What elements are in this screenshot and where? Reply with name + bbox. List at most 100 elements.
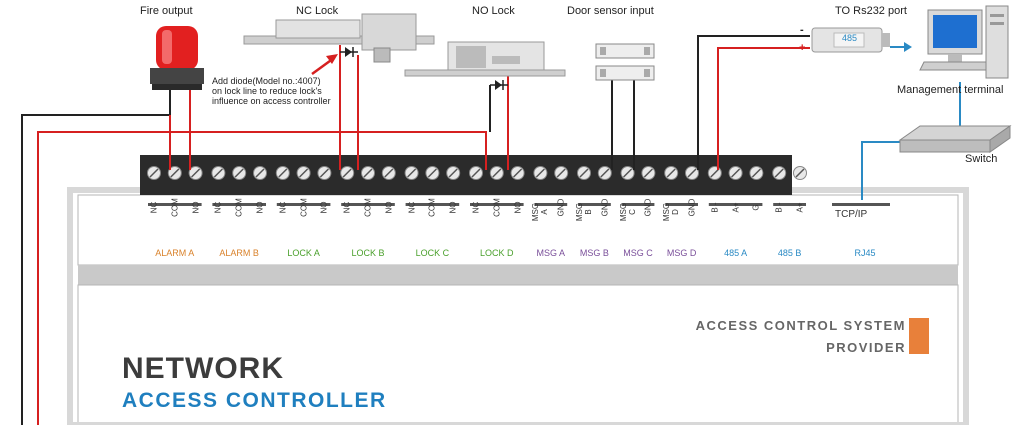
provider-accent-bar bbox=[909, 318, 929, 354]
diode-note: Add diode(Model no.:4007) on lock line t… bbox=[212, 76, 331, 106]
fire-light-icon bbox=[150, 26, 204, 90]
pin-label: GND bbox=[643, 198, 653, 217]
screw-slot bbox=[149, 168, 159, 178]
rs232-label: TO Rs232 port bbox=[835, 5, 907, 17]
terminal-group-bar bbox=[212, 203, 266, 206]
screw-slot bbox=[774, 168, 784, 178]
screw-slot bbox=[342, 168, 352, 178]
pin-label: NC bbox=[149, 201, 159, 214]
minus-sign: - bbox=[800, 24, 804, 36]
terminal-group-bar bbox=[665, 203, 698, 206]
screw-slot bbox=[191, 168, 201, 178]
provider-line-1: ACCESS CONTROL SYSTEM bbox=[695, 318, 906, 333]
terminal-group-label: 485 B bbox=[777, 248, 802, 258]
pin-label: NC bbox=[407, 201, 417, 214]
note-line: Add diode(Model no.:4007) bbox=[212, 76, 321, 86]
terminal-group-bar bbox=[534, 203, 568, 206]
device-subtitle: ACCESS CONTROLLER bbox=[122, 389, 387, 412]
pin-label: COM bbox=[234, 198, 244, 217]
tcpip-label: TCP/IP bbox=[835, 209, 868, 220]
rs232-converter-icon bbox=[811, 27, 912, 53]
screw-slot bbox=[751, 168, 761, 178]
screw-slot bbox=[579, 168, 589, 178]
screw-slot bbox=[234, 168, 244, 178]
screw-slot bbox=[623, 168, 633, 178]
pin-label: NO bbox=[513, 201, 523, 214]
door-sensor-icon bbox=[595, 43, 655, 81]
pin-label: MSG D bbox=[662, 202, 681, 222]
pin-label: NO bbox=[255, 201, 265, 214]
terminal-group-label: MSG A bbox=[536, 248, 566, 258]
pin-label: COM bbox=[170, 198, 180, 217]
management-terminal-label: Management terminal bbox=[897, 84, 1004, 96]
pin-label: COM bbox=[363, 198, 373, 217]
screw-slot bbox=[600, 168, 610, 178]
terminal-group-label: MSG D bbox=[666, 248, 697, 258]
pin-label: GND bbox=[556, 198, 566, 217]
terminal-group-bar bbox=[621, 203, 655, 206]
device-title: NETWORK bbox=[122, 352, 284, 385]
screw-slot bbox=[278, 168, 288, 178]
screw-slot bbox=[643, 168, 653, 178]
door-sensor-label: Door sensor input bbox=[567, 5, 654, 17]
pin-label: MSG C bbox=[618, 202, 637, 222]
note-line: influence on access controller bbox=[212, 96, 331, 106]
screw-slot bbox=[319, 168, 329, 178]
pin-label: NC bbox=[213, 201, 223, 214]
screw-slot bbox=[731, 168, 741, 178]
wires bbox=[21, 35, 961, 425]
terminal-group-bar bbox=[470, 203, 524, 206]
nc-lock-label: NC Lock bbox=[296, 5, 339, 17]
pin-label: MSG A bbox=[531, 202, 550, 222]
pin-label: NC bbox=[278, 201, 288, 214]
screw-slot bbox=[448, 168, 458, 178]
screw-slot bbox=[535, 168, 545, 178]
pin-label: GND bbox=[600, 198, 610, 217]
pin-label: G bbox=[751, 204, 761, 211]
switch-label: Switch bbox=[965, 153, 998, 165]
no-diode-icon bbox=[490, 80, 508, 90]
provider-line-2: PROVIDER bbox=[826, 340, 906, 355]
pin-label: NO bbox=[319, 201, 329, 214]
terminal-group-bar bbox=[708, 203, 763, 206]
terminal-group-label: LOCK A bbox=[287, 248, 320, 258]
screw-slot bbox=[471, 168, 481, 178]
terminal-group-bar bbox=[405, 203, 460, 206]
controller-body bbox=[77, 284, 959, 425]
terminal-group-bar bbox=[276, 203, 331, 206]
computer-icon bbox=[919, 5, 1009, 79]
pin-label: B - bbox=[710, 202, 720, 213]
nc-lock-icon bbox=[243, 13, 435, 63]
plus-sign: + bbox=[799, 42, 806, 54]
terminal-group-bar bbox=[341, 203, 395, 206]
wire-485-a bbox=[717, 47, 810, 170]
screw-slot bbox=[384, 168, 394, 178]
screw-slot bbox=[255, 168, 265, 178]
pin-label: COM bbox=[492, 198, 502, 217]
wire-485-b bbox=[697, 35, 810, 170]
pin-label: GND bbox=[687, 198, 697, 217]
screw-slot bbox=[513, 168, 523, 178]
terminal-group-label: ALARM B bbox=[219, 248, 259, 258]
screw-slot bbox=[363, 168, 373, 178]
nc-diode-icon bbox=[340, 47, 358, 57]
screw-slot bbox=[666, 168, 676, 178]
pin-label: MSG B bbox=[575, 202, 593, 222]
wire-red-long bbox=[37, 131, 487, 425]
screw-slot bbox=[492, 168, 502, 178]
screw-slot bbox=[213, 168, 223, 178]
terminal-group-label: ALARM A bbox=[155, 248, 195, 258]
switch-icon bbox=[898, 125, 1012, 153]
terminal-strip bbox=[140, 155, 792, 195]
screw-slot bbox=[795, 168, 805, 178]
screw-slot bbox=[427, 168, 437, 178]
rj45-header-bar bbox=[832, 203, 890, 206]
terminal-group-label: MSG B bbox=[579, 248, 609, 258]
pin-label: COM bbox=[299, 198, 309, 217]
no-lock-label: NO Lock bbox=[472, 5, 515, 17]
terminal-group-label: LOCK C bbox=[415, 248, 450, 258]
no-lock-icon bbox=[404, 41, 566, 77]
screw-slot bbox=[710, 168, 720, 178]
